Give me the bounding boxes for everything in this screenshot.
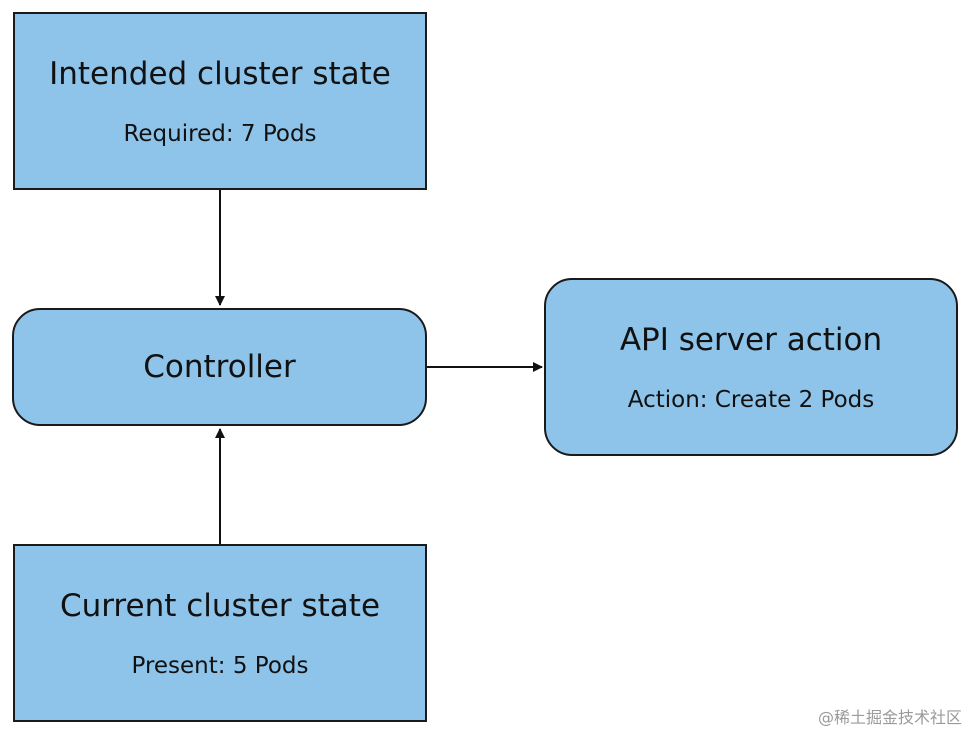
controller-title: Controller [143, 349, 296, 385]
current-cluster-state-subtitle: Present: 5 Pods [131, 653, 309, 679]
intended-cluster-state-title: Intended cluster state [49, 56, 391, 92]
current-cluster-state-box: Current cluster state Present: 5 Pods [13, 544, 427, 722]
watermark: @稀土掘金技术社区 [817, 708, 962, 727]
current-cluster-state-title: Current cluster state [59, 588, 381, 624]
api-server-action-box: API server action Action: Create 2 Pods [544, 278, 958, 456]
controller-box: Controller [12, 308, 427, 426]
api-server-action-subtitle: Action: Create 2 Pods [627, 387, 875, 413]
api-server-action-title: API server action [619, 322, 883, 358]
intended-cluster-state-subtitle: Required: 7 Pods [123, 121, 317, 147]
intended-cluster-state-box: Intended cluster state Required: 7 Pods [13, 12, 427, 190]
